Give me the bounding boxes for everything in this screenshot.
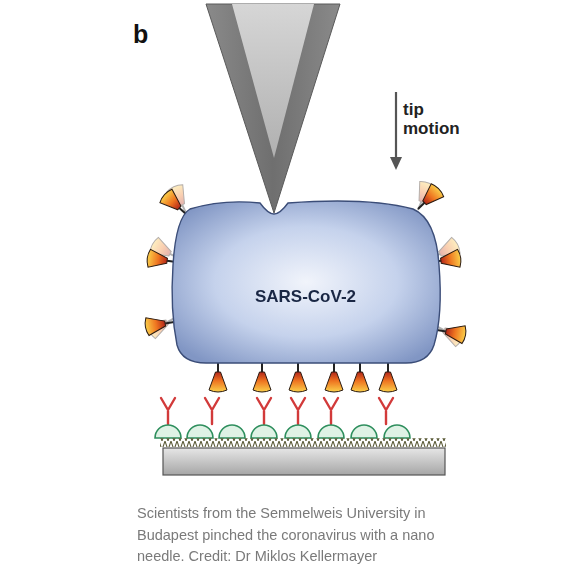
virus-outline bbox=[168, 195, 443, 365]
tip-outer bbox=[206, 4, 340, 213]
antibody bbox=[379, 398, 393, 424]
spike-protein bbox=[379, 363, 397, 392]
protein-bump bbox=[318, 425, 344, 438]
binding-proteins bbox=[155, 425, 410, 438]
figure-caption: Scientists from the Semmelweis Universit… bbox=[137, 503, 445, 568]
antibody bbox=[291, 398, 305, 424]
spike-protein bbox=[253, 363, 271, 392]
panel-letter: b bbox=[133, 20, 173, 48]
motion-label: tip motion bbox=[403, 100, 465, 138]
virus-particle: SARS-CoV-2 bbox=[168, 195, 443, 365]
spike-proteins bbox=[144, 182, 467, 392]
antibody bbox=[324, 398, 338, 424]
antibody bbox=[257, 398, 271, 424]
surface-layer bbox=[160, 438, 446, 447]
protein-bump bbox=[351, 425, 377, 438]
antibody bbox=[161, 398, 175, 424]
protein-bump bbox=[219, 425, 245, 438]
spike-protein bbox=[325, 363, 343, 392]
tip-inner bbox=[232, 4, 314, 158]
arrow-head bbox=[390, 157, 402, 170]
virus-body bbox=[172, 201, 440, 363]
motion-arrow bbox=[390, 92, 402, 170]
protein-bump bbox=[251, 425, 277, 438]
protein-bump bbox=[155, 425, 181, 438]
arrow-shaft bbox=[395, 92, 397, 158]
afm-tip bbox=[206, 4, 340, 213]
protein-bump bbox=[285, 425, 311, 438]
spike-protein bbox=[289, 363, 307, 392]
spike-protein bbox=[351, 363, 369, 392]
antibodies bbox=[161, 398, 393, 424]
substrate bbox=[163, 448, 445, 475]
protein-bump bbox=[384, 425, 410, 438]
spike-protein bbox=[435, 321, 467, 344]
spike-protein bbox=[144, 313, 176, 336]
antibody bbox=[205, 398, 219, 424]
protein-bump bbox=[187, 425, 213, 438]
spike-protein bbox=[209, 363, 227, 392]
virus-name: SARS-CoV-2 bbox=[168, 287, 443, 307]
